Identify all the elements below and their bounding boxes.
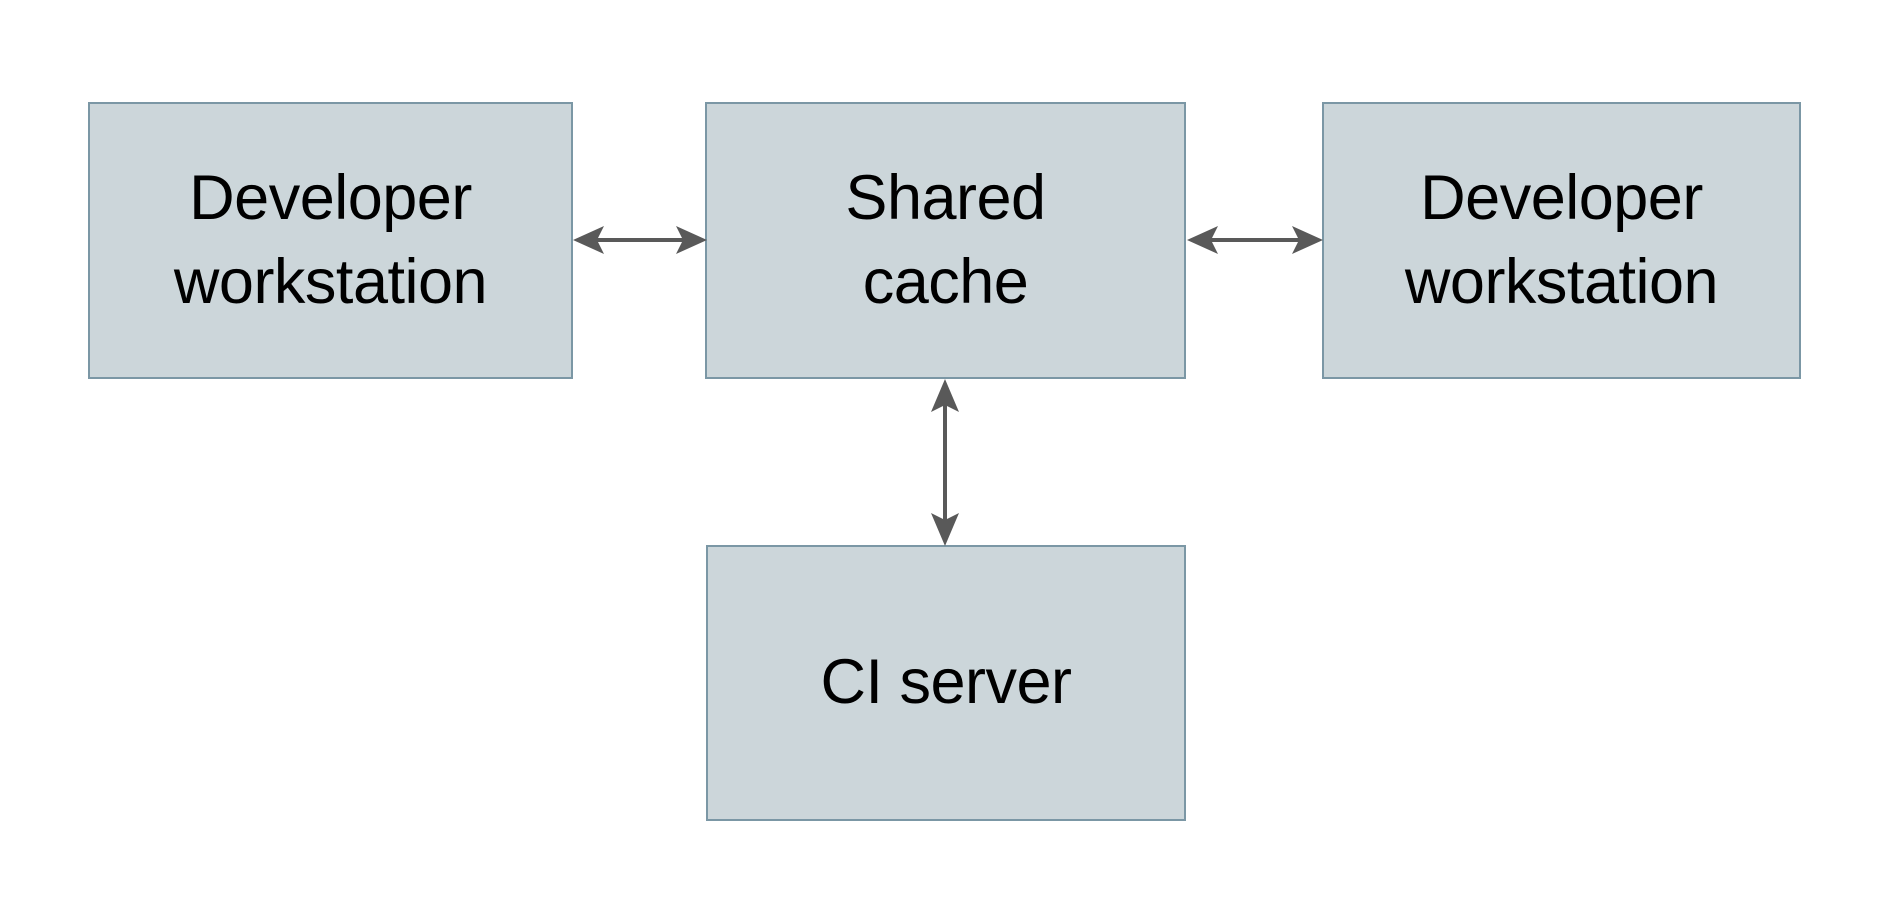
node-label: Developer workstation bbox=[1404, 163, 1719, 317]
double-arrow-vertical-icon bbox=[931, 379, 959, 546]
edge-shared-cache-to-developer-right bbox=[1187, 226, 1323, 254]
edge-shared-cache-to-ci-server bbox=[931, 379, 959, 546]
node-label: Developer workstation bbox=[173, 163, 488, 317]
node-label: CI server bbox=[820, 647, 1072, 718]
node-ci-server[interactable]: CI server bbox=[706, 545, 1186, 821]
double-arrow-horizontal-icon bbox=[573, 226, 707, 254]
node-developer-workstation-left[interactable]: Developer workstation bbox=[88, 102, 573, 379]
edge-developer-left-to-shared-cache bbox=[573, 226, 707, 254]
node-developer-workstation-right[interactable]: Developer workstation bbox=[1322, 102, 1801, 379]
node-shared-cache[interactable]: Shared cache bbox=[705, 102, 1186, 379]
node-label: Shared cache bbox=[845, 163, 1046, 317]
double-arrow-horizontal-icon bbox=[1187, 226, 1323, 254]
